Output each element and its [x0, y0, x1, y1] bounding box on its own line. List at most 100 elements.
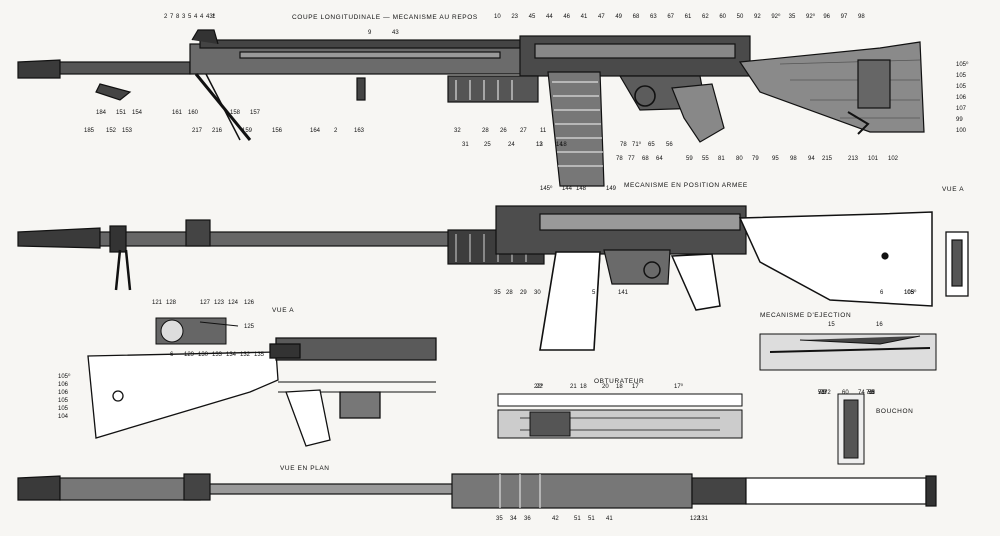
callout-vue-a-bottom: 135 [254, 352, 265, 358]
callout-under-b: 216 [212, 128, 223, 134]
callout-under-d: 98 [790, 156, 797, 162]
callout-stock-top: 105⁰ [956, 62, 969, 68]
callout-under-c: 65 [648, 142, 655, 148]
callout-mid: 6 [880, 290, 884, 296]
callout-top-right: 47 [598, 14, 605, 20]
callout-top-right: 92⁰ [806, 14, 816, 20]
callout-under-c: 56 [666, 142, 673, 148]
callout-top-left: 2 [164, 14, 168, 20]
callout-under-e: 64 [656, 156, 663, 162]
callout-vue-a-bottom: 133 [212, 352, 223, 358]
callout-stock-top: 99 [956, 117, 963, 123]
vue-a-detail [155, 317, 239, 345]
callout-mid: 28 [506, 290, 513, 296]
callout-bottom: 122 [690, 516, 701, 522]
callout-obturateur: 18 [616, 384, 623, 390]
callout-mid: 35 [494, 290, 501, 296]
callout-top-right: 96 [823, 14, 831, 20]
callout-under-b: 27 [520, 128, 527, 134]
callout-top-right: 50 [736, 14, 744, 20]
callout-under-a: 154 [132, 110, 143, 116]
callout-under-d: 95 [772, 156, 779, 162]
callout-bouchon: 57 [818, 390, 825, 396]
callout-top-right: 10 [494, 14, 501, 20]
callout-mid: 103 [904, 290, 915, 296]
callout-mid: 141 [618, 290, 629, 296]
callout-under-b: 32 [454, 128, 461, 134]
callout-top-right: 60 [719, 14, 727, 20]
callout-bouchon: 55 [868, 390, 875, 396]
callout-top-left: 5 [188, 14, 192, 20]
callout-top-left: 7 [170, 14, 174, 20]
callout-under-d: 59 [686, 156, 693, 162]
callout-under-a: 160 [188, 110, 199, 116]
callout-under-c: 18 [560, 142, 567, 148]
callout-top-right: 46 [563, 14, 571, 20]
callout-bouchon: 60 [842, 390, 849, 396]
callout-bottom: 35 [496, 516, 503, 522]
callout-vue-a-side: 125 [244, 324, 255, 330]
callout-bouchon: 73 [820, 390, 827, 396]
callout-butt: 105 [58, 406, 69, 412]
callout-top-left: 8 [176, 14, 180, 20]
callout-ejection: 15 [828, 322, 835, 328]
callout-under-b: 26 [500, 128, 507, 134]
callout-under-a: 161 [172, 110, 183, 116]
callout-under-b: 159 [242, 128, 253, 134]
callout-vue-a-top: 126 [244, 300, 255, 306]
obturateur-detail [497, 393, 743, 439]
callout-under-e: 77 [628, 156, 635, 162]
callout-bouchon: 56 [868, 390, 875, 396]
callout-top-right: 44 [546, 14, 553, 20]
callout-obturateur: 20 [602, 384, 609, 390]
callout-vue-a-bottom: 129 [184, 352, 195, 358]
caption-mid-armed: MECANISME EN POSITION ARMEE [624, 182, 748, 189]
callout-under-c: 24 [508, 142, 515, 148]
callout-magazine: 145⁰ [540, 186, 553, 192]
callout-top-left: 43⁰ [206, 14, 216, 20]
callout-under-c: 31 [462, 142, 469, 148]
callout-under-d: 81 [718, 156, 725, 162]
callout-mid: 30 [534, 290, 541, 296]
callout-bottom: 34 [510, 516, 517, 522]
callout-top-right: 92 [754, 14, 761, 20]
callout-top-left: 1 [212, 14, 216, 20]
callout-vue-a-top: 127 [200, 300, 211, 306]
callout-top-right: 97 [840, 14, 848, 20]
caption-plan-view: VUE EN PLAN [280, 465, 330, 472]
callout-under-b: 217 [192, 128, 203, 134]
callout-vue-a-bottom: 6 [170, 352, 174, 358]
callout-under-d: 215 [822, 156, 833, 162]
callout-top-left: 4 [200, 14, 204, 20]
callout-bouchon: 71⁰ [866, 390, 876, 396]
callout-top-misc: 9 [368, 30, 372, 36]
callout-under-b: 164 [310, 128, 321, 134]
callout-vue-a-top: 121 [152, 300, 163, 306]
callout-under-a: 151 [116, 110, 127, 116]
callout-butt: 104 [58, 414, 69, 420]
callout-magazine: 148 [576, 186, 587, 192]
callout-under-b: 163 [354, 128, 365, 134]
callout-vue-a-bottom: 134 [226, 352, 237, 358]
callout-under-b: 153 [122, 128, 133, 134]
callout-top-left: 3 [182, 14, 186, 20]
callout-under-d: 79 [752, 156, 759, 162]
callout-under-b: 11 [540, 128, 547, 134]
callout-top-right: 63 [650, 14, 657, 20]
callout-under-e: 78 [616, 156, 623, 162]
callout-butt: 106 [58, 390, 69, 396]
callout-butt: 106 [58, 382, 69, 388]
callout-top-right: 61 [684, 14, 692, 20]
callout-top-right: 45 [528, 14, 536, 20]
callout-stock-top: 100 [956, 128, 967, 134]
buttstock-cutaway-view [87, 337, 437, 447]
callout-magazine: 144 [562, 186, 573, 192]
callout-top-right: 35 [788, 14, 796, 20]
callout-under-b: 28 [482, 128, 489, 134]
callout-under-c: 14 [556, 142, 563, 148]
caption-vue-a: VUE A [272, 307, 295, 314]
callout-mid: 29 [520, 290, 527, 296]
callout-bottom: 131 [698, 516, 709, 522]
callout-bouchon: 71 [868, 390, 875, 396]
